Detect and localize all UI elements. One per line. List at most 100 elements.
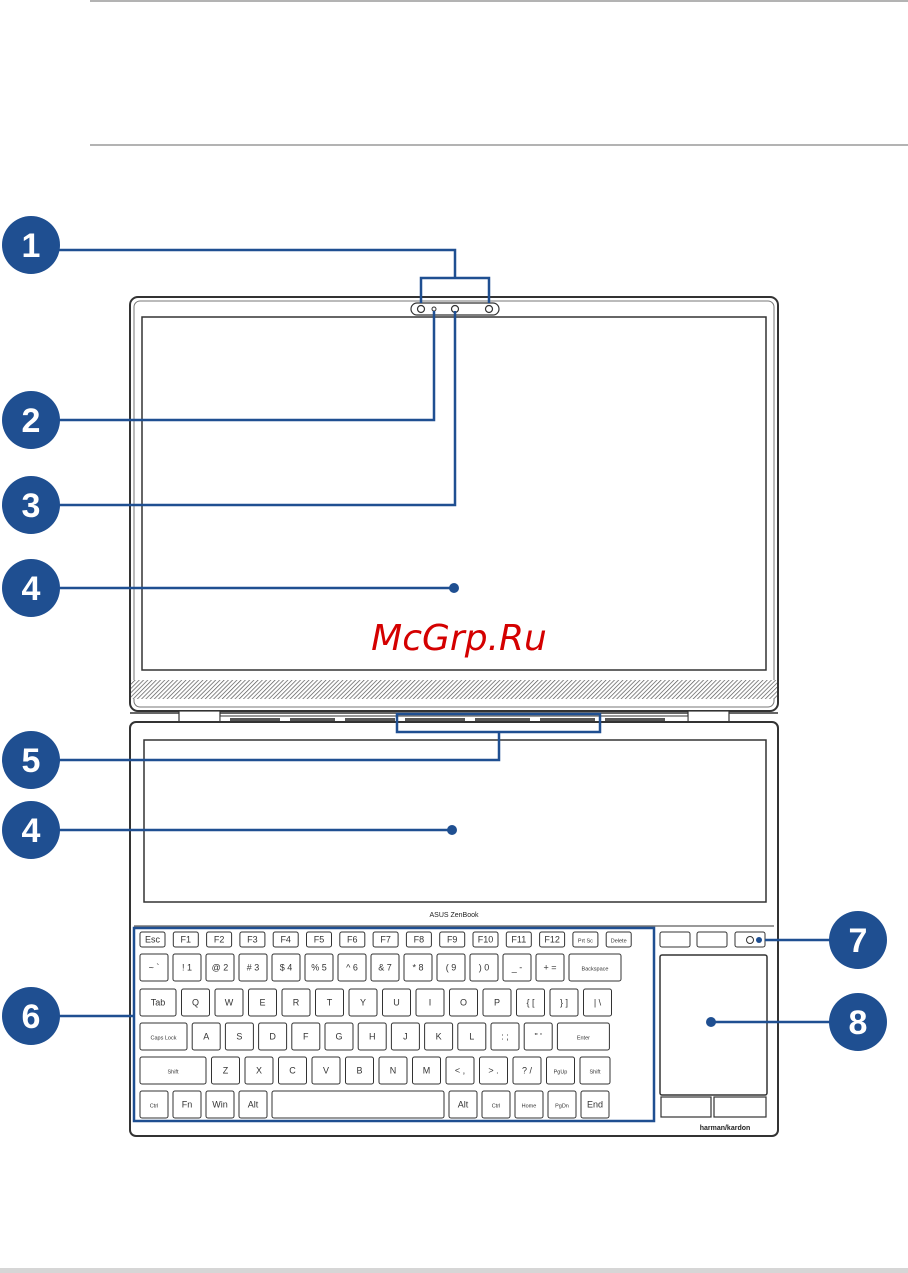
caps-6-key [357,1022,387,1051]
num-7-key [370,953,400,982]
ctrl-7-key [514,1090,544,1119]
keyboard-highlight-box [132,926,656,1123]
shift-0-key-label: Shift [167,1070,178,1076]
tab-12-key [549,988,579,1017]
caps-5-key [324,1022,354,1051]
callout-1: 1 [2,216,60,274]
tab-11-key [516,988,545,1017]
fn-11-key [505,931,532,948]
caps-1-key [191,1022,221,1051]
fn-13-key-label: Prt Sc [578,939,593,945]
num-0-key [139,953,169,982]
shift-10-key-label: ? / [522,1066,533,1076]
ctrl-7-key-label: Home [522,1104,537,1110]
watermark-text: McGrp.Ru [371,618,547,659]
callout-6: 6 [2,987,60,1045]
fn-6-key [339,931,366,948]
ctrl-1-key [172,1090,202,1119]
num-12-key-label: + = [543,963,556,973]
tab-7-key-label: U [393,998,400,1008]
svg-text:6: 6 [22,998,41,1036]
num-10-key [469,953,499,982]
ctrl-8-key [547,1090,577,1119]
ctrl-4-key [271,1090,445,1119]
ir-camera-right [484,304,494,314]
fn-1-key-label: F1 [181,935,192,945]
fn-8-key-label: F8 [414,935,425,945]
callout-8: 8 [829,993,887,1051]
ctrl-1-key-label: Fn [182,1100,193,1110]
tab-12-key-label: } ] [560,998,568,1008]
ctrl-0-key-label: Ctrl [150,1104,159,1110]
ctrl-6-key-label: Ctrl [492,1104,501,1110]
shift-7-key [412,1056,441,1085]
num-1-key-label: ! 1 [182,963,192,973]
touchpad-button-right [713,1096,767,1118]
shift-8-key-label: < , [455,1066,465,1076]
fn-0-key-label: Esc [145,935,161,945]
caps-3-key-label: D [269,1032,276,1042]
fn-9-key-label: F9 [447,935,458,945]
tab-1-key [181,988,210,1017]
num-4-key-label: $ 4 [280,963,293,973]
num-5-key [304,953,334,982]
caps-11-key [523,1022,553,1051]
shift-0-key [139,1056,207,1085]
caps-8-key-label: K [436,1032,442,1042]
fn-10-key [472,931,499,948]
shift-3-key [278,1056,307,1085]
num-7-key-label: & 7 [378,963,392,973]
num-1-key [172,953,202,982]
shift-11-key [546,1056,575,1085]
caps-4-key-label: F [303,1032,309,1042]
tab-9-key-label: O [460,998,467,1008]
fn-3-key [239,931,266,948]
fn-14-key [605,931,632,948]
ctrl-3-key-label: Alt [248,1100,259,1110]
tab-0-key [139,988,177,1017]
num-0-key-label: ~ ` [149,963,160,973]
shift-6-key [378,1056,408,1085]
shift-4-key-label: V [323,1066,329,1076]
caps-3-key [258,1022,288,1051]
shift-10-key [512,1056,542,1085]
shift-12-key-label: Shift [589,1070,600,1076]
tab-9-key [449,988,478,1017]
screenxpert-key [659,931,691,948]
num-4-key [271,953,301,982]
fn-13-key [572,931,599,948]
tab-7-key [382,988,411,1017]
fn-7-key [372,931,399,948]
fn-2-key-label: F2 [214,935,225,945]
fn-4-key-label: F4 [280,935,291,945]
caps-4-key [291,1022,321,1051]
shift-5-key-label: B [356,1066,362,1076]
tab-2-key [214,988,244,1017]
ctrl-2-key [205,1090,235,1119]
fn-9-key [439,931,466,948]
shift-7-key-label: M [423,1066,431,1076]
fn-11-key-label: F11 [511,935,526,945]
ctrl-5-key-label: Alt [458,1100,469,1110]
caps-6-key-label: H [369,1032,376,1042]
ctrl-6-key [481,1090,511,1119]
caps-0-key-label: Caps Lock [151,1036,177,1042]
fn-6-key-label: F6 [347,935,358,945]
caps-11-key-label: " ' [534,1032,542,1042]
caps-12-key-label: Enter [577,1036,590,1042]
fn-5-key [306,931,332,948]
shift-2-key [244,1056,274,1085]
fn-3-key-label: F3 [247,935,258,945]
callout-5: 5 [2,731,60,789]
header-rule [90,144,908,146]
fn-2-key [206,931,233,948]
num-6-key-label: ^ 6 [346,963,358,973]
tab-10-key [482,988,512,1017]
tab-6-key-label: Y [360,998,366,1008]
ctrl-5-key [448,1090,478,1119]
screenpad-plus [143,739,767,903]
footer-bar [0,1268,908,1273]
num-8-key-label: * 8 [412,963,423,973]
caps-10-key [490,1022,520,1051]
fn-10-key-label: F10 [478,935,494,945]
